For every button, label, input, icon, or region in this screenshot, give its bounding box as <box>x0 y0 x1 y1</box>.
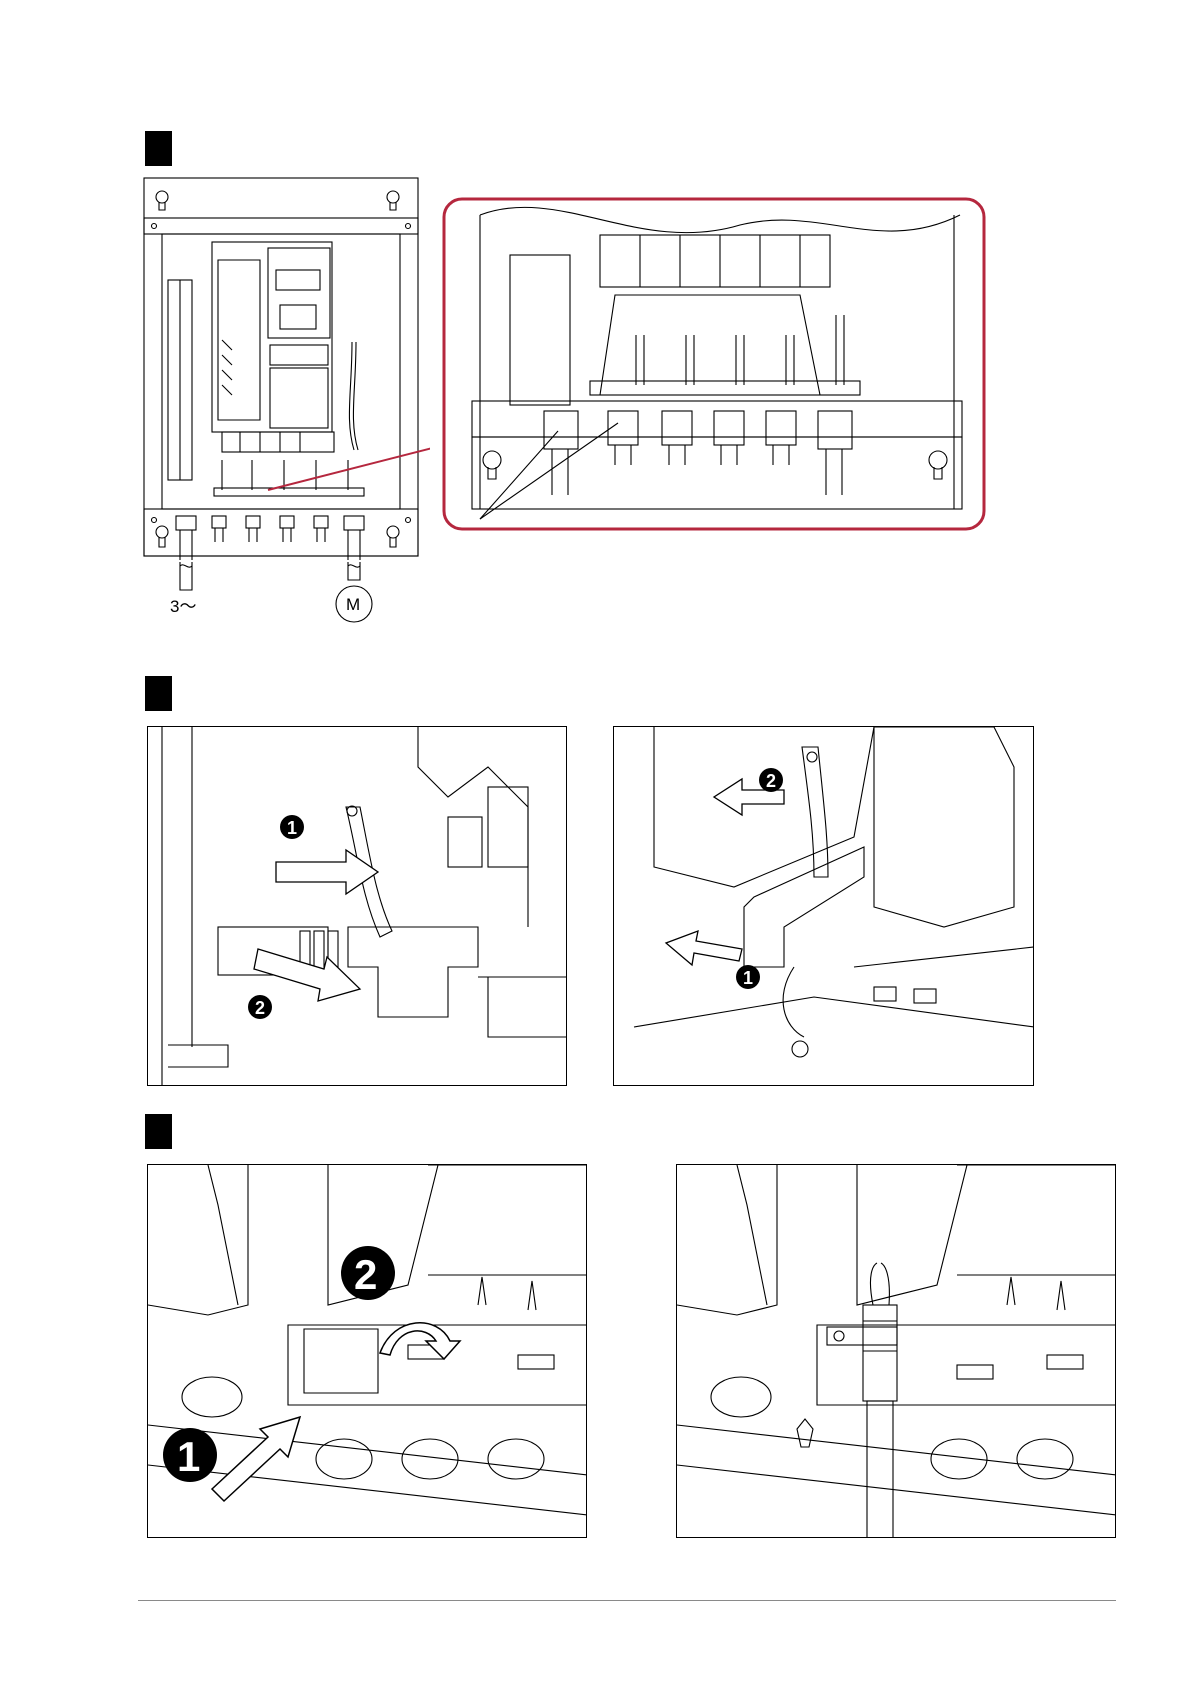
callout-2: 2 <box>255 998 265 1018</box>
callout-1: 1 <box>287 818 297 838</box>
callout-1: 1 <box>743 968 753 988</box>
step-marker-3 <box>145 1114 172 1149</box>
step-marker-1 <box>145 131 172 166</box>
callout-2: 2 <box>766 771 776 791</box>
step2-right-panel: 2 1 <box>613 726 1034 1086</box>
supply-label: 3～ <box>170 597 196 616</box>
step-marker-2 <box>145 676 172 711</box>
footer-rule <box>138 1600 1116 1601</box>
step2-left-panel: 1 2 <box>147 726 567 1086</box>
callout-2: 2 <box>354 1251 377 1298</box>
drive-overview-drawing: 3～ M <box>140 170 430 640</box>
zoom-detail-panel <box>440 195 1000 555</box>
step3-right-panel <box>676 1164 1116 1538</box>
step3-left-panel: 2 1 <box>147 1164 587 1538</box>
callout-1: 1 <box>177 1433 200 1480</box>
motor-label: M <box>346 595 360 614</box>
